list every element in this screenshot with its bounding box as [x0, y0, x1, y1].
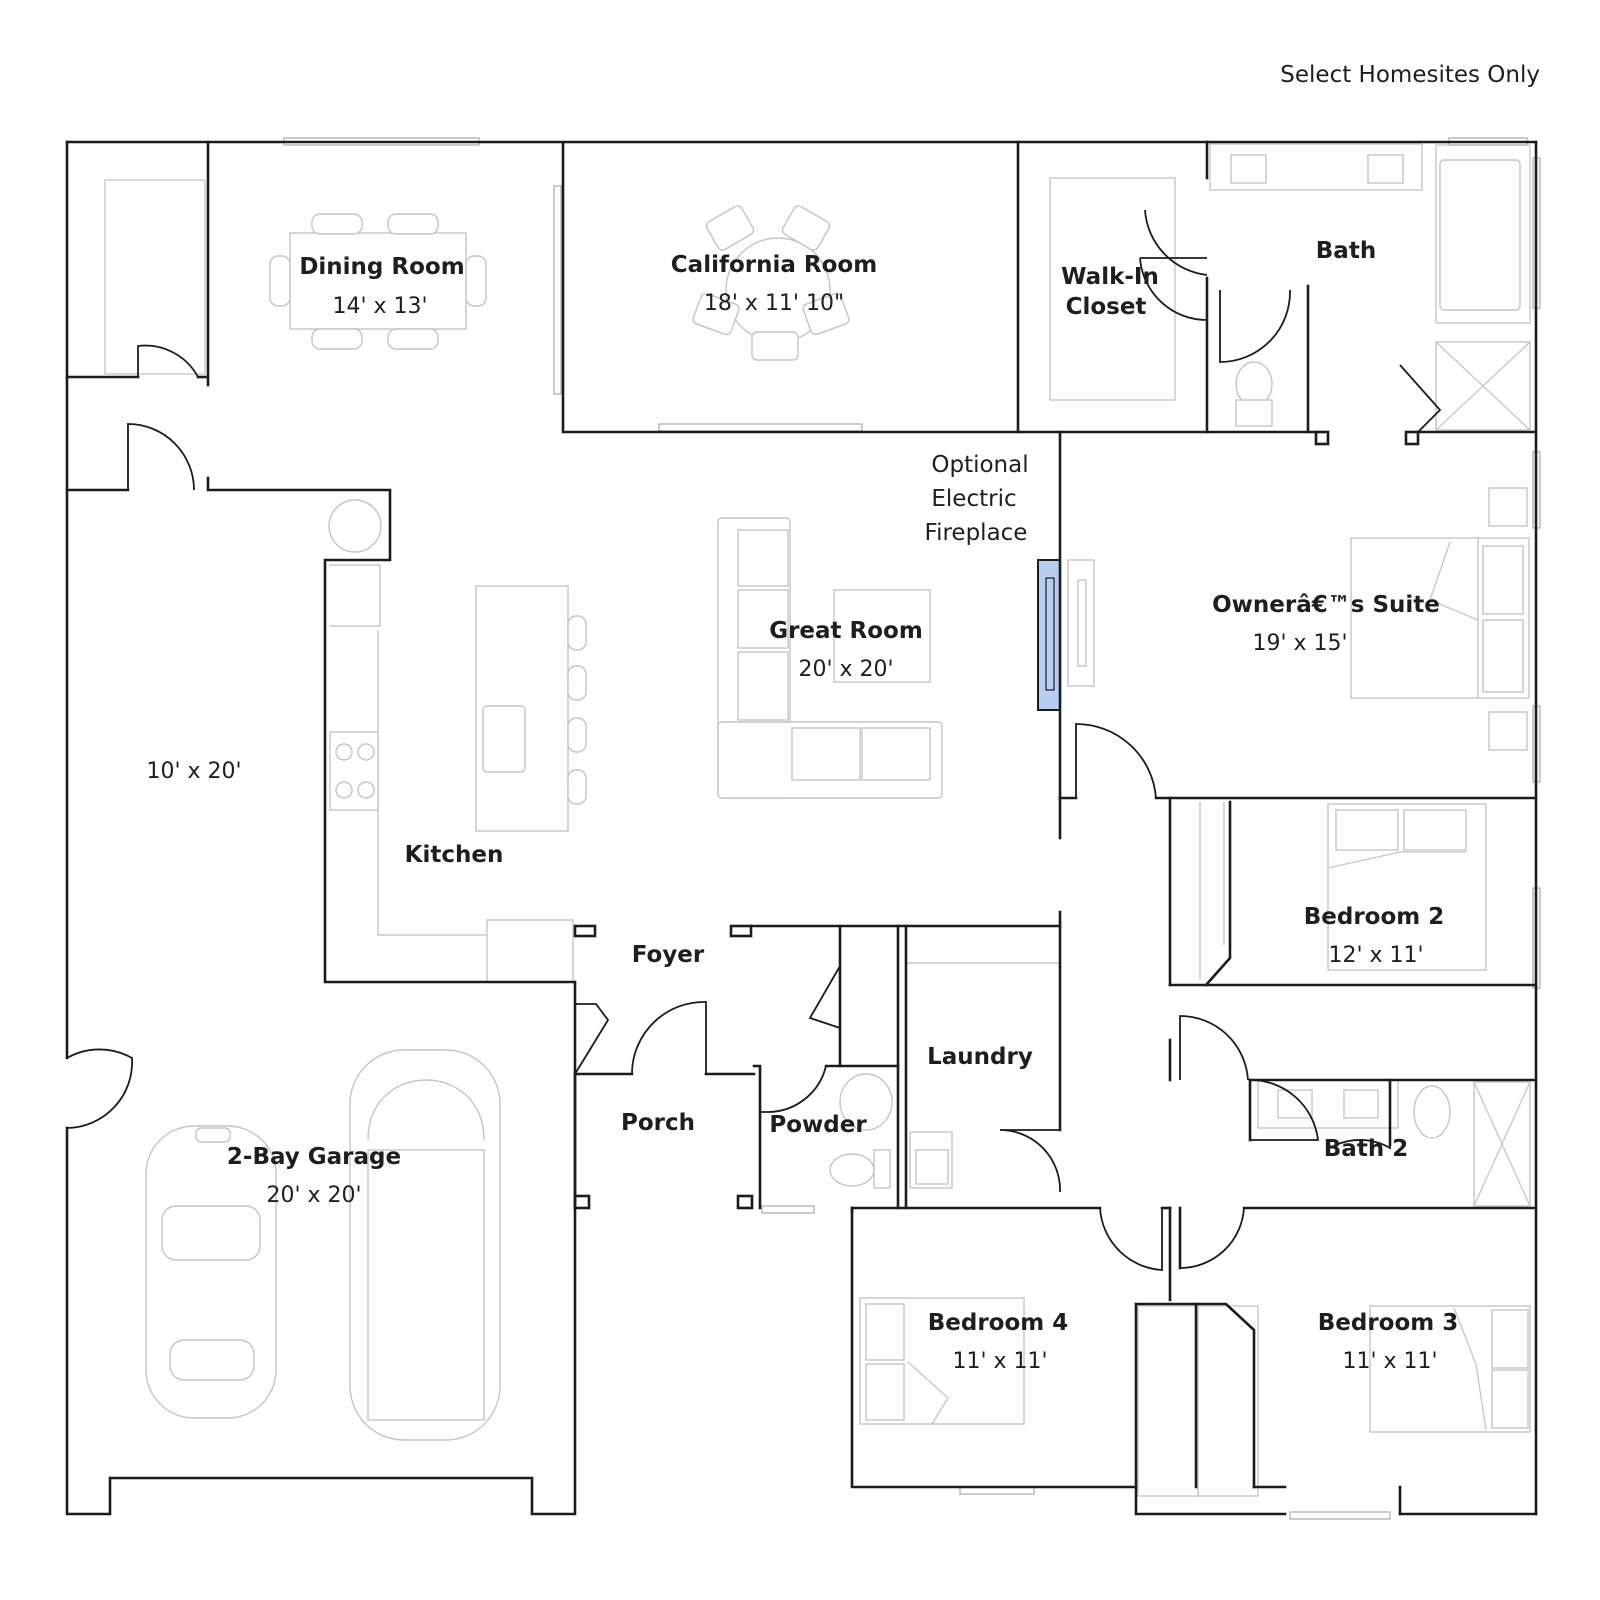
walk-in-closet-label-2: Closet: [1066, 294, 1147, 320]
garage-size: 20' x 20': [266, 1183, 361, 1208]
door: [137, 344, 199, 378]
doors: [66, 209, 1442, 1271]
closet-shelf: [1049, 177, 1176, 401]
electric-fireplace: [1037, 559, 1061, 711]
great-room-size: 20' x 20': [798, 657, 893, 682]
storage-size: 10' x 20': [146, 759, 241, 784]
powder-fixtures: [829, 1073, 893, 1189]
dining-room-label: Dining Room: [299, 254, 464, 280]
homesite-note: Select Homesites Only: [1280, 62, 1540, 88]
kitchen-label: Kitchen: [405, 842, 504, 868]
bedroom-4-size: 11' x 11': [952, 1349, 1047, 1374]
bedroom-3-label: Bedroom 3: [1318, 1310, 1459, 1336]
foyer-label: Foyer: [632, 942, 705, 968]
porch-label: Porch: [621, 1110, 695, 1136]
bedroom-2-size: 12' x 11': [1328, 943, 1423, 968]
sectional-sofa: [717, 517, 943, 799]
master-bath-fixtures: [1209, 143, 1531, 431]
fireplace-note-1: Optional: [931, 452, 1028, 478]
california-room-label: California Room: [671, 252, 877, 278]
storage-shelf: [104, 179, 206, 375]
california-room-size: 18' x 11' 10": [704, 291, 844, 316]
bath-label: Bath: [1316, 238, 1376, 264]
truck-right: [349, 1049, 501, 1441]
patio-table: [692, 205, 850, 361]
bedroom-2-bed: [1199, 802, 1487, 980]
owners-suite-label: Ownerâ€™s Suite: [1212, 592, 1440, 618]
furniture: [104, 137, 1541, 1520]
bedroom-4-label: Bedroom 4: [928, 1310, 1069, 1336]
garage-label: 2-Bay Garage: [227, 1144, 401, 1170]
kitchen-fixtures: [328, 499, 587, 983]
dining-room-size: 14' x 13': [332, 294, 427, 319]
great-room-label: Great Room: [769, 618, 923, 644]
laundry-fixtures: [906, 962, 1060, 1189]
owners-bed: [1350, 487, 1530, 751]
walk-in-closet-label: Walk-In: [1061, 264, 1159, 290]
bedroom-3-bed: [1369, 1305, 1531, 1433]
bedroom-2-label: Bedroom 2: [1304, 904, 1445, 930]
powder-label: Powder: [769, 1112, 867, 1138]
bedroom-4-bed: [859, 1297, 1025, 1425]
dining-table: [269, 213, 487, 350]
fireplace-note-2: Electric: [931, 486, 1016, 512]
car-left: [145, 1125, 277, 1419]
bath-2-label: Bath 2: [1324, 1136, 1408, 1162]
owners-suite-size: 19' x 15': [1252, 631, 1347, 656]
laundry-label: Laundry: [927, 1044, 1033, 1070]
walls: [65, 140, 1538, 1516]
bedroom-3-size: 11' x 11': [1342, 1349, 1437, 1374]
fireplace-note-3: Fireplace: [925, 520, 1028, 546]
